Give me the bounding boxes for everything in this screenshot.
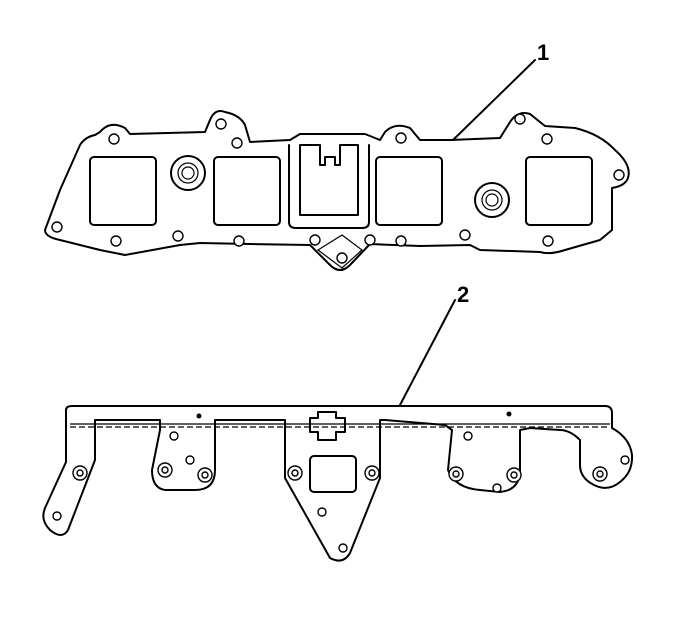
upper-boss-left [170,155,206,191]
upper-boss-right [474,182,510,218]
lower-bolt-holes [52,411,630,553]
leader-line-1 [452,59,536,141]
upper-gasket [44,110,630,271]
upper-port-2 [213,156,281,226]
lower-plate-window [309,455,357,493]
upper-bolt-holes [51,113,625,247]
callout-2: 2 [457,282,469,307]
callout-1: 1 [537,40,549,65]
upper-port-3 [375,156,443,226]
upper-port-1 [89,156,157,226]
upper-center-slot [299,144,359,216]
upper-center-channel [288,144,370,229]
upper-bottom-tab [316,234,363,269]
upper-port-4 [525,156,593,226]
leader-line-2 [399,299,456,406]
upper-gasket-outline [44,110,630,271]
lower-bracket-outline [42,405,634,562]
lower-bracket [42,405,634,562]
lower-connector [309,411,346,441]
